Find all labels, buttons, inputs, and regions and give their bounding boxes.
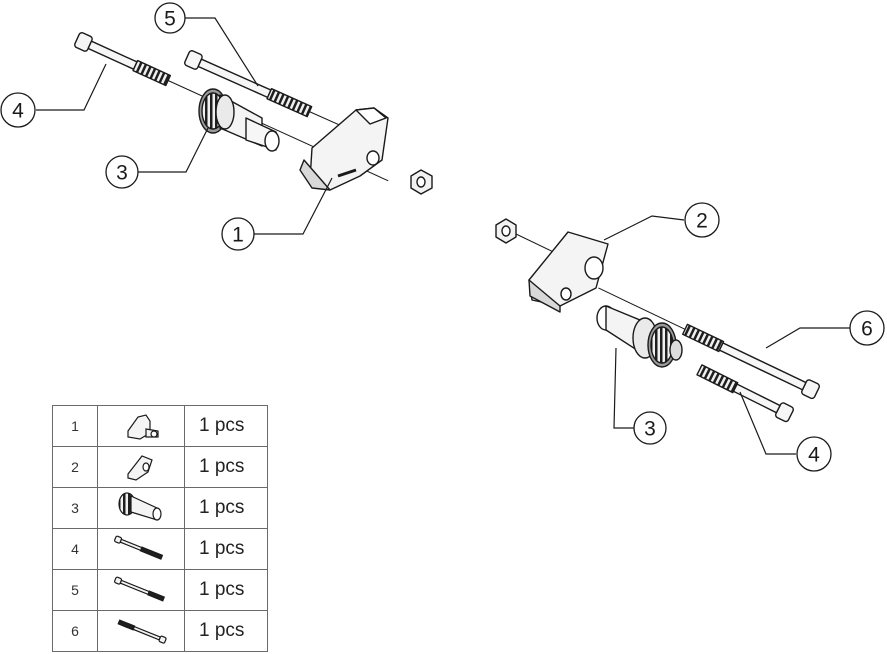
parts-list-table: 1 1 pcs 2 1 pcs 3: [52, 405, 268, 652]
part-index: 5: [52, 569, 98, 611]
callout-3-left: 3: [105, 155, 139, 189]
part-quantity: 1 pcs: [184, 569, 268, 611]
table-row: 5 1 pcs: [52, 569, 268, 611]
left-assembly: [74, 32, 433, 195]
callout-5-left-label: 5: [164, 8, 176, 31]
callout-3-right: 3: [633, 411, 667, 445]
left-nut: [410, 169, 433, 195]
part-quantity: 1 pcs: [184, 446, 268, 488]
left-bolt-5: [184, 50, 359, 134]
right-spacer-3: [596, 305, 683, 368]
part-quantity: 1 pcs: [184, 528, 268, 570]
callout-3-right-label: 3: [644, 418, 656, 441]
table-row: 2 1 pcs: [52, 446, 268, 488]
part-quantity: 1 pcs: [184, 487, 268, 529]
part-index: 2: [52, 446, 98, 488]
table-row: 4 1 pcs: [52, 528, 268, 570]
callout-6-right-label: 6: [861, 318, 873, 341]
left-bracket-1: [299, 107, 389, 191]
callout-3-left-label: 3: [116, 162, 128, 185]
callout-1-left-label: 1: [232, 224, 244, 247]
part-index: 3: [52, 487, 98, 529]
table-row: 6 1 pcs: [52, 610, 268, 652]
callout-2-right-label: 2: [696, 210, 708, 233]
right-bracket-2: [528, 231, 609, 313]
callout-6-right: 6: [849, 310, 885, 346]
part-quantity: 1 pcs: [184, 610, 268, 652]
callout-4-right-label: 4: [808, 444, 820, 467]
callout-4-left-label: 4: [12, 100, 24, 123]
callout-1-left: 1: [221, 217, 255, 251]
callout-5-left: 5: [154, 2, 186, 34]
table-row: 1 1 pcs: [52, 405, 268, 447]
callout-leaders: [36, 17, 850, 455]
callout-4-left: 4: [0, 92, 36, 128]
slider-spacer-icon: [97, 487, 185, 529]
callout-4-right: 4: [796, 436, 832, 472]
right-bolt-6: [598, 287, 820, 400]
part-index: 1: [52, 405, 98, 447]
long-bolt-icon: [97, 528, 185, 570]
table-row: 3 1 pcs: [52, 487, 268, 529]
part-index: 6: [52, 610, 98, 652]
part-quantity: 1 pcs: [184, 405, 268, 447]
bracket-part-1-icon: [97, 405, 185, 447]
bracket-part-2-icon: [97, 446, 185, 488]
right-bolt-4: [696, 364, 794, 423]
right-assembly: [495, 218, 820, 423]
long-bolt-icon: [97, 569, 185, 611]
callout-2-right: 2: [684, 202, 720, 238]
part-index: 4: [52, 528, 98, 570]
left-spacer-3: [198, 88, 280, 152]
long-bolt-icon: [97, 610, 185, 652]
